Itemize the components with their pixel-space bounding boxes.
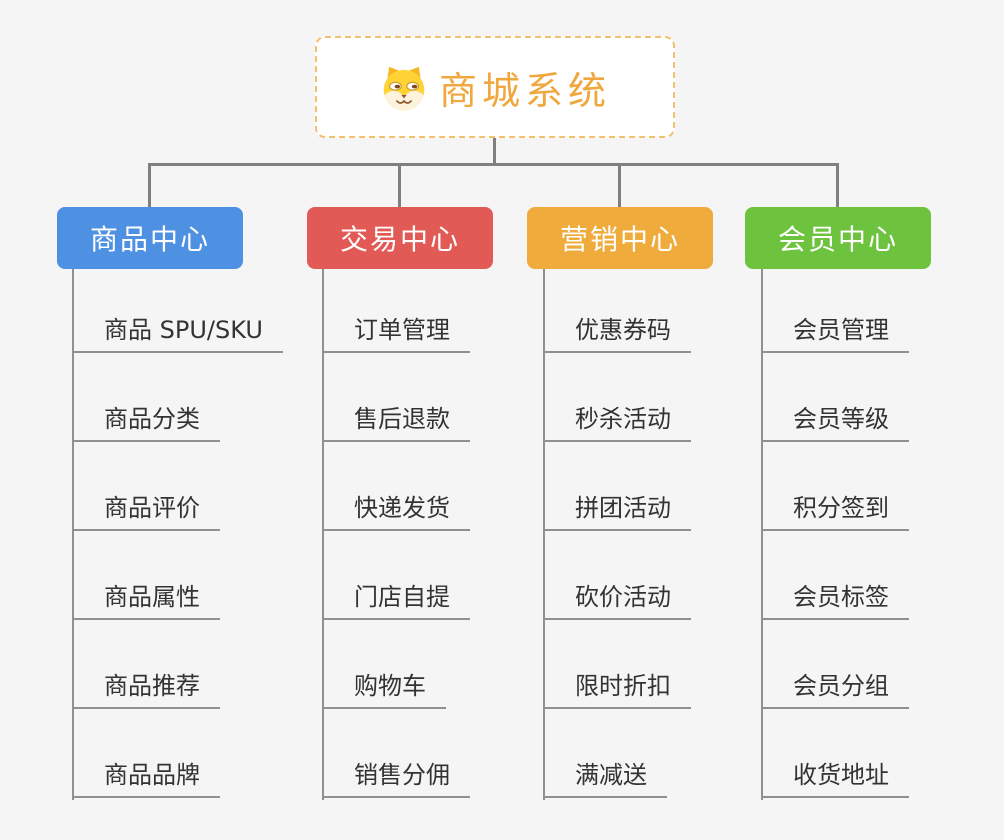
leaf-node[interactable]: 拼团活动 — [543, 493, 691, 531]
leaf-node[interactable]: 商品评价 — [72, 493, 220, 531]
leaf-node[interactable]: 商品 SPU/SKU — [72, 315, 283, 353]
leaf-node[interactable]: 售后退款 — [322, 404, 470, 442]
branch-trunk-line — [543, 269, 545, 800]
leaf-node[interactable]: 商品分类 — [72, 404, 220, 442]
connector-drop-product — [148, 166, 151, 207]
leaf-node[interactable]: 满减送 — [543, 760, 667, 798]
leaf-node[interactable]: 会员分组 — [761, 671, 909, 709]
connector-drop-member — [836, 166, 839, 207]
leaf-node[interactable]: 门店自提 — [322, 582, 470, 620]
leaf-node[interactable]: 会员管理 — [761, 315, 909, 353]
leaf-node[interactable]: 限时折扣 — [543, 671, 691, 709]
leaf-node[interactable]: 购物车 — [322, 671, 446, 709]
leaf-node[interactable]: 商品属性 — [72, 582, 220, 620]
branch-trunk-line — [72, 269, 74, 800]
connector-drop-trade — [398, 166, 401, 207]
leaf-node[interactable]: 商品推荐 — [72, 671, 220, 709]
leaf-node[interactable]: 会员等级 — [761, 404, 909, 442]
connector-drop-marketing — [618, 166, 621, 207]
leaf-node[interactable]: 秒杀活动 — [543, 404, 691, 442]
branch-header-marketing[interactable]: 营销中心 — [527, 207, 713, 269]
connector-root-trunk — [493, 138, 496, 166]
branch-header-member[interactable]: 会员中心 — [745, 207, 931, 269]
leaf-node[interactable]: 销售分佣 — [322, 760, 470, 798]
root-node[interactable]: 商城系统 — [315, 36, 675, 138]
leaf-node[interactable]: 订单管理 — [322, 315, 470, 353]
leaf-node[interactable]: 商品品牌 — [72, 760, 220, 798]
doge-icon — [379, 62, 429, 112]
leaf-node[interactable]: 会员标签 — [761, 582, 909, 620]
leaf-node[interactable]: 快递发货 — [322, 493, 470, 531]
connector-horizontal-bar — [148, 163, 839, 166]
branch-header-product[interactable]: 商品中心 — [57, 207, 243, 269]
branch-trunk-line — [761, 269, 763, 800]
branch-trunk-line — [322, 269, 324, 800]
leaf-node[interactable]: 砍价活动 — [543, 582, 691, 620]
leaf-node[interactable]: 优惠券码 — [543, 315, 691, 353]
root-title: 商城系统 — [438, 68, 611, 113]
leaf-node[interactable]: 积分签到 — [761, 493, 909, 531]
leaf-node[interactable]: 收货地址 — [761, 760, 909, 798]
branch-header-trade[interactable]: 交易中心 — [307, 207, 493, 269]
